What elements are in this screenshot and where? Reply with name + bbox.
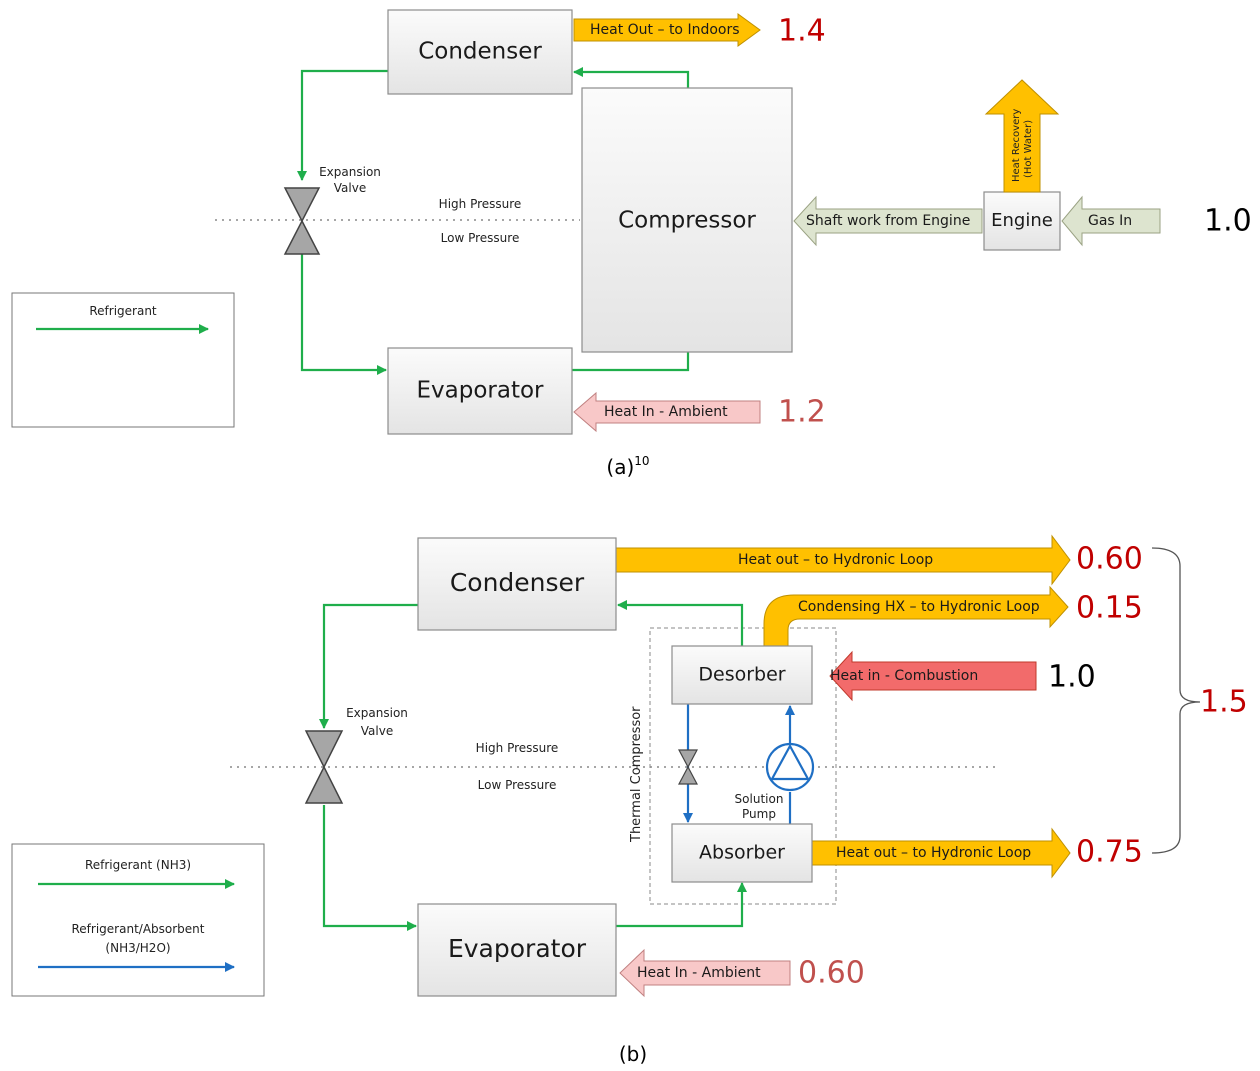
heat-recovery-arrow — [984, 79, 1060, 193]
heat-in-combustion-arrow — [829, 650, 1037, 702]
diagram-b: Thermal Compressor High Pressure Low Pre… — [11, 534, 1248, 1066]
expansion-valve-label-b-1: Expansion — [346, 706, 408, 720]
heat-recovery-label-2: (Hot Water) — [1023, 120, 1034, 178]
engine-label: Engine — [991, 210, 1053, 231]
heat-in-ambient-arrow-b — [619, 948, 791, 998]
refrigerant-line-condenser-to-valve — [297, 69, 388, 181]
heat-out-condenser-label: Heat out – to Hydronic Loop — [738, 552, 933, 568]
solution-pump-icon — [765, 742, 815, 792]
high-pressure-label-a: High Pressure — [439, 197, 522, 211]
expansion-valve-label-a-2: Valve — [334, 181, 366, 195]
thermal-compressor-label: Thermal Compressor — [629, 706, 644, 843]
refrigerant-line-evaporator-to-compressor — [572, 352, 690, 372]
legend-refrigerant-label-b: Refrigerant (NH3) — [85, 858, 191, 872]
low-pressure-label-a: Low Pressure — [441, 231, 520, 245]
total-value: 1.5 — [1200, 685, 1248, 720]
condenser-box-a — [387, 9, 573, 95]
gas-in-arrow — [1061, 195, 1161, 247]
gas-in-label: Gas In — [1088, 213, 1132, 229]
condenser-label-b: Condenser — [450, 568, 585, 597]
compressor-box — [581, 87, 793, 353]
heat-out-value-a: 1.4 — [778, 14, 826, 49]
heat-recovery-label-1: Heat Recovery — [1011, 109, 1022, 182]
low-pressure-label-b: Low Pressure — [478, 778, 557, 792]
heat-out-arrow-a — [573, 13, 761, 47]
evaporator-box-b — [417, 903, 617, 997]
heat-out-absorber-value: 0.75 — [1076, 835, 1143, 870]
expansion-valve-label-a-1: Expansion — [319, 165, 381, 179]
evaporator-label-b: Evaporator — [448, 934, 587, 963]
heat-out-condenser-value: 0.60 — [1076, 542, 1143, 577]
heat-out-absorber-label: Heat out – to Hydronic Loop — [836, 845, 1031, 861]
condenser-box-b — [417, 537, 617, 631]
desorber-box — [671, 645, 813, 705]
heat-in-ambient-label-b: Heat In - Ambient — [637, 965, 761, 981]
heat-in-combustion-label: Heat in - Combustion — [830, 668, 978, 684]
legend-box-a — [11, 292, 235, 428]
heat-out-condenser-arrow — [615, 534, 1071, 586]
refrigerant-line-valve-to-evaporator — [300, 254, 387, 375]
diagram-a: High Pressure Low Pressure Expansion Val… — [11, 9, 1252, 479]
refrigerant-line-desorber-to-condenser — [617, 600, 744, 646]
caption-b: (b) — [619, 1042, 647, 1066]
combustion-value: 1.0 — [1048, 660, 1096, 695]
high-pressure-label-b: High Pressure — [476, 741, 559, 755]
total-brace — [1151, 547, 1201, 854]
heat-out-label-a: Heat Out – to Indoors — [590, 22, 740, 38]
legend-box-b — [11, 843, 265, 997]
refrigerant-line-condenser-to-valve-b — [319, 603, 418, 729]
condensing-hx-arrow — [763, 585, 1069, 647]
legend-mix-label-2: (NH3/H2O) — [105, 941, 170, 955]
heat-in-value-a: 1.2 — [778, 395, 826, 430]
condensing-hx-label: Condensing HX – to Hydronic Loop — [798, 599, 1040, 615]
compressor-label: Compressor — [618, 208, 756, 234]
evaporator-box-a — [387, 347, 573, 435]
absorber-label: Absorber — [699, 842, 785, 864]
heat-out-absorber-arrow — [811, 827, 1071, 879]
solution-valve — [678, 749, 698, 785]
engine-box — [983, 191, 1061, 251]
heat-in-label-a: Heat In - Ambient — [604, 404, 728, 420]
shaft-work-label: Shaft work from Engine — [806, 213, 970, 229]
solution-pump-label-2: Pump — [742, 807, 776, 821]
evaporator-label-a: Evaporator — [416, 378, 544, 404]
refrigerant-line-valve-to-evaporator-b — [322, 805, 417, 931]
gas-in-value: 1.0 — [1204, 204, 1252, 239]
shaft-work-arrow — [793, 195, 983, 247]
expansion-valve-b — [304, 730, 344, 804]
solution-pump-label-1: Solution — [735, 792, 784, 806]
expansion-valve-a — [283, 187, 321, 255]
condenser-label-a: Condenser — [418, 39, 542, 65]
legend-refrigerant-label-a: Refrigerant — [89, 304, 157, 318]
condensing-hx-value: 0.15 — [1076, 591, 1143, 626]
expansion-valve-label-b-2: Valve — [361, 724, 393, 738]
refrigerant-line-evaporator-to-absorber — [616, 882, 747, 928]
caption-a: (a)10 — [606, 454, 649, 479]
heat-in-arrow-a — [573, 391, 761, 433]
absorber-box — [671, 823, 813, 883]
refrigerant-line-compressor-to-condenser — [573, 67, 690, 88]
heat-in-ambient-value-b: 0.60 — [798, 956, 865, 991]
desorber-label: Desorber — [698, 664, 785, 686]
legend-mix-label-1: Refrigerant/Absorbent — [72, 922, 205, 936]
